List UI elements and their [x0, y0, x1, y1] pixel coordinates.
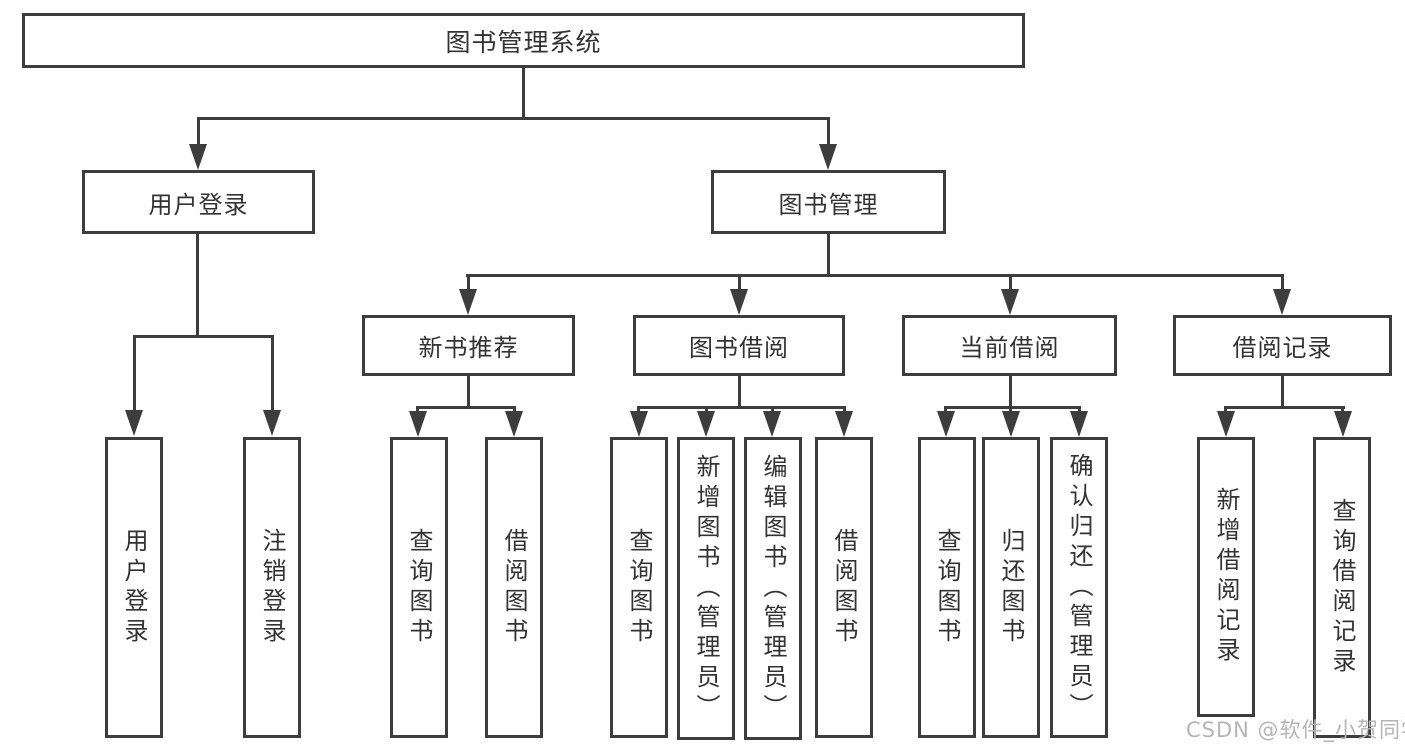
leaf-logout: 注销登录: [243, 437, 301, 738]
connector-stub: [1341, 406, 1344, 414]
connector-stub: [416, 406, 419, 414]
connector-horizontal: [1224, 406, 1345, 409]
node-label: 确认归还（管理员）: [1065, 452, 1093, 723]
connector-book-mgmt-vertical: [827, 234, 830, 276]
connector-stub: [133, 335, 136, 411]
connector-stub: [1078, 406, 1081, 414]
node-label: 注销登录: [258, 527, 286, 648]
csdn-watermark: CSDN @软件_小贺同学: [1186, 718, 1405, 742]
node-book-management: 图书管理: [711, 170, 946, 234]
connector-stub: [197, 117, 200, 147]
connector-user-login-horizontal: [133, 335, 274, 338]
connector-stub: [271, 335, 274, 411]
leaf-query-books: 查询图书: [390, 437, 448, 738]
connector-vertical: [467, 376, 470, 408]
connector-user-login-vertical: [196, 234, 199, 337]
node-label: 用户登录: [148, 190, 249, 219]
node-label: 查询借阅记录: [1328, 497, 1356, 678]
connector-horizontal: [944, 406, 1081, 409]
node-book-borrow: 图书借阅: [633, 315, 845, 376]
node-label: 图书管理: [778, 190, 879, 219]
connector-stub: [944, 406, 947, 414]
node-label: 归还图书: [997, 527, 1025, 648]
node-label: 新书推荐: [418, 334, 519, 362]
arrowhead-down-icon: [835, 411, 853, 437]
arrowhead-down-icon: [1002, 411, 1020, 437]
connector-level2-horizontal: [197, 117, 830, 120]
arrowhead-down-icon: [819, 144, 837, 170]
node-label: 借阅图书: [830, 527, 858, 648]
leaf-confirm-return-admin: 确认归还（管理员）: [1050, 437, 1108, 738]
leaf-add-books-admin: 新增图书（管理员）: [677, 437, 735, 740]
arrowhead-down-icon: [125, 410, 143, 436]
node-user-login: 用户登录: [82, 170, 315, 234]
node-new-book-recommend: 新书推荐: [362, 315, 575, 376]
node-label: 查询图书: [625, 527, 653, 648]
node-label: 借阅记录: [1232, 334, 1333, 362]
leaf-edit-books-admin: 编辑图书（管理员）: [744, 437, 802, 740]
leaf-return-books: 归还图书: [982, 437, 1040, 738]
node-label: 图书借阅: [689, 334, 789, 362]
node-label: 借阅图书: [500, 527, 528, 648]
node-label: 新增借阅记录: [1212, 487, 1240, 667]
connector-stub: [843, 406, 846, 414]
connector-stub: [1281, 274, 1284, 292]
arrowhead-down-icon: [1217, 411, 1235, 437]
arrowhead-down-icon: [505, 411, 523, 437]
connector-stub: [1009, 406, 1012, 414]
connector-stub: [467, 274, 470, 292]
leaf-add-borrow-record: 新增借阅记录: [1197, 437, 1255, 717]
leaf-borrow-books: 借阅图书: [815, 437, 873, 738]
arrowhead-down-icon: [1334, 411, 1352, 437]
arrowhead-down-icon: [697, 411, 715, 437]
connector-stub: [738, 274, 741, 292]
connector-stub: [637, 406, 640, 414]
leaf-user-login: 用户登录: [105, 437, 163, 738]
arrowhead-down-icon: [189, 144, 207, 170]
node-label: 新增图书（管理员）: [692, 453, 720, 724]
arrowhead-down-icon: [730, 289, 748, 315]
arrowhead-down-icon: [763, 411, 781, 437]
arrowhead-down-icon: [1273, 289, 1291, 315]
connector-level3-horizontal: [466, 274, 1284, 277]
connector-horizontal: [416, 406, 516, 409]
arrowhead-down-icon: [1001, 289, 1019, 315]
arrowhead-down-icon: [630, 411, 648, 437]
connector-stub: [827, 117, 830, 147]
arrowhead-down-icon: [459, 289, 477, 315]
node-current-borrow: 当前借阅: [902, 315, 1117, 376]
arrowhead-down-icon: [937, 411, 955, 437]
node-library-system: 图书管理系统: [22, 13, 1025, 68]
connector-stub: [705, 406, 708, 414]
node-borrow-records: 借阅记录: [1173, 315, 1392, 376]
leaf-query-books: 查询图书: [918, 437, 976, 738]
connector-root-vertical: [522, 68, 525, 118]
connector-vertical: [738, 376, 741, 408]
connector-stub: [1224, 406, 1227, 414]
leaf-query-borrow-record: 查询借阅记录: [1313, 437, 1371, 738]
leaf-query-books: 查询图书: [610, 437, 668, 738]
node-label: 编辑图书（管理员）: [759, 453, 787, 724]
arrowhead-down-icon: [409, 411, 427, 437]
connector-stub: [1009, 274, 1012, 292]
arrowhead-down-icon: [1070, 411, 1088, 437]
node-label: 查询图书: [933, 527, 961, 648]
connector-vertical: [1009, 376, 1012, 408]
node-label: 当前借阅: [959, 334, 1060, 362]
arrowhead-down-icon: [263, 410, 281, 436]
connector-horizontal: [637, 406, 846, 409]
connector-stub: [771, 406, 774, 414]
connector-vertical: [1281, 376, 1284, 408]
connector-stub: [513, 406, 516, 414]
node-label: 用户登录: [120, 527, 148, 648]
node-label: 图书管理系统: [445, 27, 602, 57]
node-label: 查询图书: [405, 527, 433, 648]
leaf-borrow-books: 借阅图书: [485, 437, 543, 738]
